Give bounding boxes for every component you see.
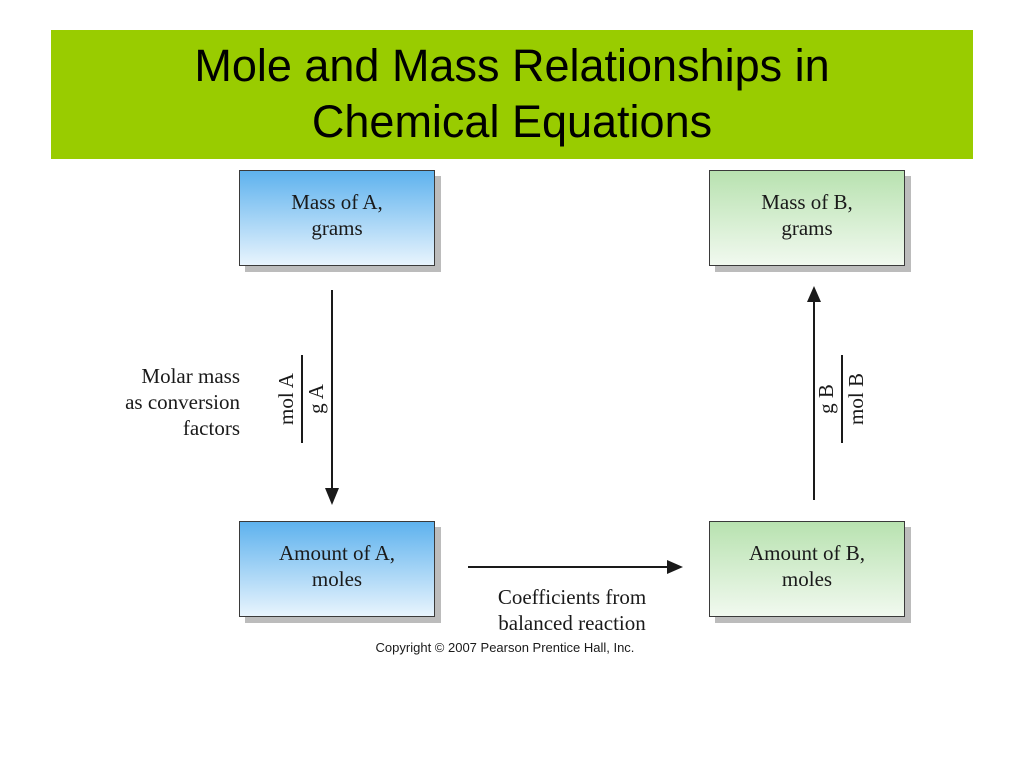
amount-of-a-line-1: Amount of A,: [278, 541, 396, 565]
coefficients-label-line-1: Coefficients from: [497, 585, 647, 609]
amount-of-b-line-1: Amount of B,: [748, 541, 866, 565]
molar-mass-label-line-3: factors: [182, 416, 240, 440]
copyright-notice: Copyright © 2007 Pearson Prentice Hall, …: [375, 640, 635, 655]
amount-of-b-box: Amount of B, moles: [709, 521, 905, 617]
amount-of-a-line-2: moles: [311, 567, 363, 591]
molar-mass-label-line-2: as conversion: [125, 390, 240, 414]
coefficients-label-line-2: balanced reaction: [498, 611, 646, 635]
amount-of-b-line-2: moles: [781, 567, 833, 591]
slide-title-line-2: Chemical Equations: [311, 96, 713, 147]
mass-of-a-line-2: grams: [311, 216, 363, 240]
arrow-down-mass-a-to-amount-a: [325, 290, 339, 505]
mass-of-b-box: Mass of B, grams: [709, 170, 905, 266]
arrow-up-amount-b-to-mass-b: [807, 286, 821, 500]
mass-of-a-line-1: Mass of A,: [291, 190, 383, 214]
title-banner: Mole and Mass Relationships in Chemical …: [51, 30, 973, 159]
mass-of-b-line-2: grams: [781, 216, 833, 240]
arrow-right-amount-a-to-amount-b: [468, 560, 683, 574]
coefficients-label: Coefficients from balanced reaction: [462, 584, 682, 636]
slide-title: Mole and Mass Relationships in Chemical …: [51, 38, 973, 150]
amount-of-a-box: Amount of A, moles: [239, 521, 435, 617]
molar-mass-label-line-1: Molar mass: [141, 364, 240, 388]
mass-of-b-line-1: Mass of B,: [761, 190, 853, 214]
molar-mass-label: Molar mass as conversion factors: [70, 363, 240, 441]
mass-of-a-box: Mass of A, grams: [239, 170, 435, 266]
slide-title-line-1: Mole and Mass Relationships in: [194, 40, 830, 91]
